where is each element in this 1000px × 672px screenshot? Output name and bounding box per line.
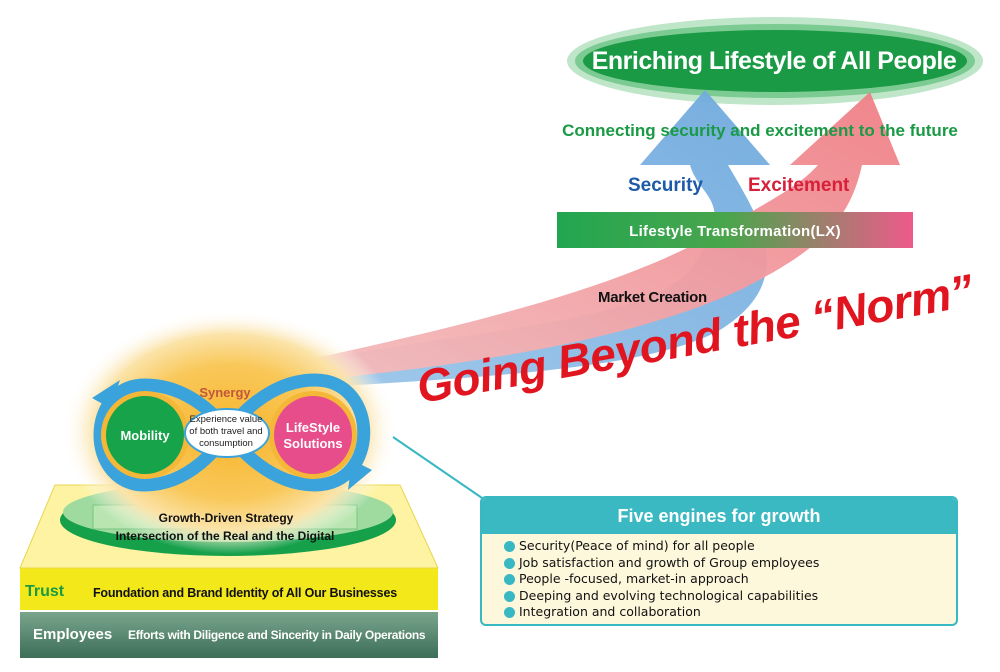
engine-item: Job satisfaction and growth of Group emp… — [504, 555, 956, 572]
trust-label: Trust — [25, 583, 65, 600]
trust-text: Foundation and Brand Identity of All Our… — [93, 586, 397, 600]
security-label: Security — [628, 175, 703, 196]
engine-item: Security(Peace of mind) for all people — [504, 538, 956, 555]
engine-item: Deeping and evolving technological capab… — [504, 588, 956, 605]
engines-box: Five engines for growth Security(Peace o… — [480, 496, 958, 626]
engine-item: People -focused, market-in approach — [504, 571, 956, 588]
mobility-circle — [106, 396, 184, 474]
goal-subtitle: Connecting security and excitement to th… — [562, 121, 958, 140]
engines-title: Five engines for growth — [482, 498, 956, 534]
lifestyle-circle — [274, 396, 352, 474]
mobility-label: Mobility — [120, 428, 170, 443]
lx-bar — [557, 212, 913, 248]
loop-arrowhead-left — [92, 380, 120, 408]
experience-label: Experience value of both travel and cons… — [189, 414, 263, 449]
goal-title: Enriching Lifestyle of All People — [591, 46, 957, 75]
engines-connector — [392, 436, 486, 501]
excitement-label: Excitement — [748, 175, 850, 196]
trust-band — [20, 568, 438, 610]
employees-label: Employees — [33, 626, 113, 643]
loop-arrowhead-right — [348, 460, 372, 490]
engine-item: Integration and collaboration — [504, 604, 956, 621]
employees-text: Efforts with Diligence and Sincerity in … — [128, 628, 426, 642]
employees-band — [20, 612, 438, 658]
lifestyle-label: LifeStyle Solutions — [283, 420, 343, 451]
goal-ellipse — [583, 30, 967, 92]
synergy-label: Synergy — [199, 385, 251, 400]
intersection-label: Intersection of the Real and the Digital — [115, 529, 335, 543]
experience-oval — [184, 408, 270, 458]
engines-list: Security(Peace of mind) for all people J… — [482, 534, 956, 621]
growth-strategy-label: Growth-Driven Strategy — [158, 511, 294, 525]
market-creation-label: Market Creation — [598, 289, 707, 306]
lx-label: Lifestyle Transformation(LX) — [629, 222, 841, 240]
